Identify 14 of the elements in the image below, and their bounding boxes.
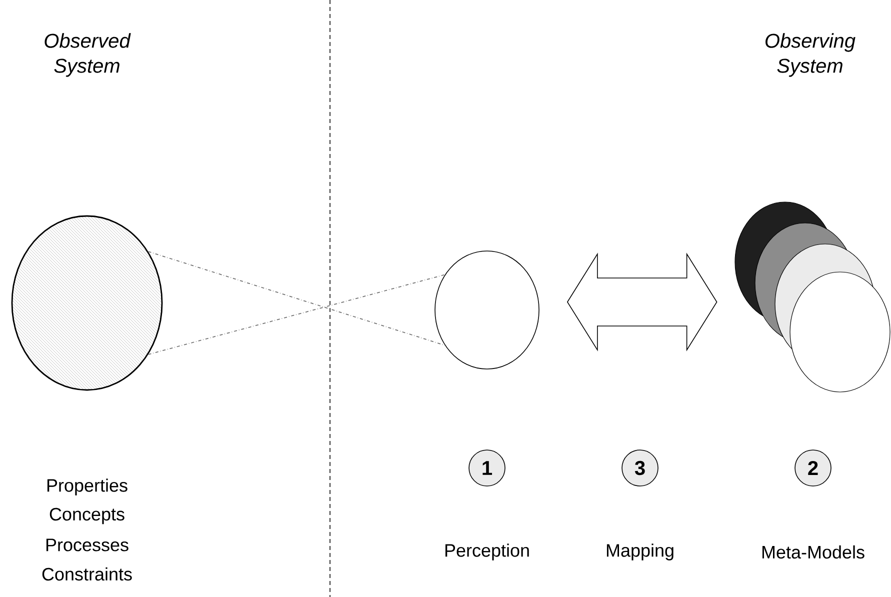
dash-dot-line bbox=[148, 274, 446, 355]
text-label: Concepts bbox=[50, 508, 124, 524]
text-label: Meta-Models bbox=[762, 545, 864, 559]
heading: Observing System bbox=[766, 33, 856, 77]
dash-dot-line bbox=[148, 251, 446, 346]
text-label: Processes bbox=[46, 538, 128, 552]
hatched-ellipse bbox=[11, 215, 163, 391]
text-label: Mapping bbox=[606, 544, 674, 560]
heading: Observed System bbox=[44, 33, 131, 77]
text-label: Perception bbox=[445, 544, 529, 560]
stacked-circles-drawing bbox=[734, 202, 890, 392]
text-label: Constraints bbox=[42, 567, 132, 581]
text-label: Properties bbox=[47, 478, 128, 496]
circle bbox=[434, 250, 540, 370]
